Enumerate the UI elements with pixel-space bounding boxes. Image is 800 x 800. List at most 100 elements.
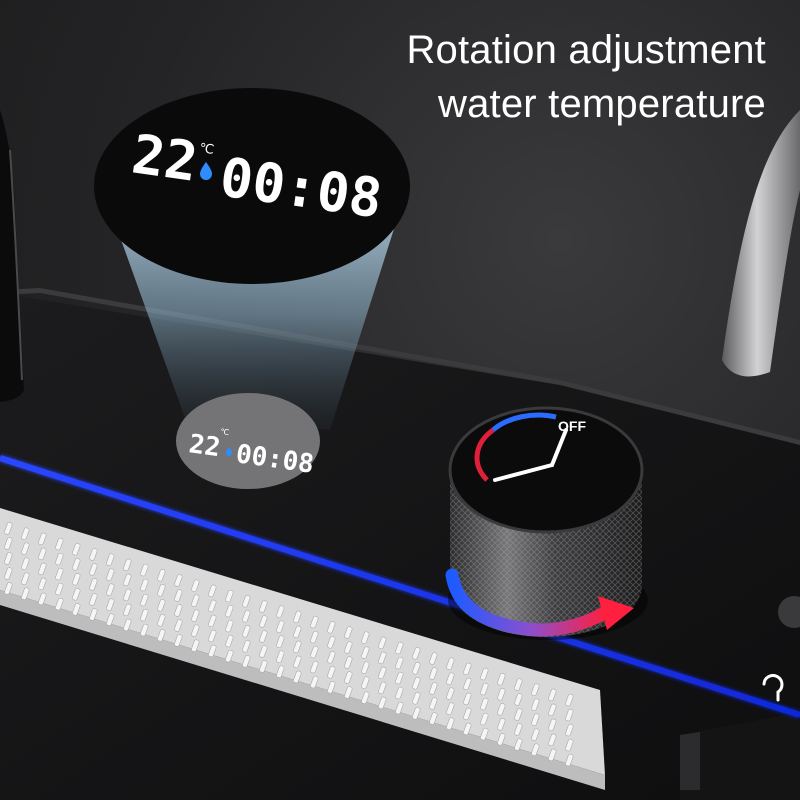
- nozzle: [106, 613, 115, 626]
- nozzle: [531, 683, 540, 696]
- nozzle: [225, 619, 234, 633]
- nozzle: [310, 615, 319, 629]
- nozzle: [276, 665, 285, 678]
- nozzle: [463, 662, 472, 676]
- nozzle: [259, 645, 268, 658]
- nozzle: [89, 548, 98, 561]
- nozzle: [174, 574, 183, 587]
- off-label: OFF: [558, 418, 586, 434]
- nozzle: [106, 568, 115, 581]
- nozzle: [463, 707, 472, 721]
- rotation-arrow-icon: [445, 568, 613, 637]
- nozzle: [463, 677, 472, 691]
- nozzle: [412, 692, 421, 705]
- nozzle: [174, 589, 183, 602]
- nozzle: [395, 671, 404, 685]
- nozzle: [72, 603, 81, 616]
- nozzle: [72, 573, 81, 586]
- nozzle: [310, 660, 319, 674]
- nozzle: [514, 678, 523, 691]
- nozzle: [140, 593, 149, 607]
- nozzle: [38, 562, 47, 576]
- nozzle: [89, 578, 98, 591]
- nozzle: [429, 697, 438, 710]
- nozzle: [344, 626, 353, 639]
- temperature-knob[interactable]: OFF: [448, 406, 648, 640]
- nozzle: [565, 693, 574, 707]
- spout: [722, 110, 800, 377]
- nozzle: [4, 522, 13, 535]
- nozzle: [361, 646, 370, 659]
- nozzle: [174, 604, 183, 617]
- nozzle: [310, 675, 319, 689]
- nozzle: [531, 698, 540, 711]
- nozzle: [361, 631, 370, 644]
- nozzle: [72, 543, 81, 556]
- nozzle: [4, 582, 13, 595]
- nozzle: [514, 723, 523, 736]
- nozzle: [463, 692, 472, 706]
- small-display-disc: [176, 393, 320, 489]
- nozzle: [140, 623, 149, 637]
- nozzle: [208, 614, 217, 628]
- nozzle: [208, 644, 217, 658]
- nozzle: [361, 661, 370, 674]
- nozzle: [378, 666, 387, 680]
- nozzle: [89, 593, 98, 606]
- nozzle: [72, 588, 81, 601]
- nozzle: [157, 584, 166, 597]
- nozzle: [446, 702, 455, 715]
- nozzle: [310, 630, 319, 644]
- nozzle: [480, 727, 489, 741]
- nozzle: [327, 651, 336, 664]
- nozzle: [259, 615, 268, 628]
- nozzle: [21, 542, 30, 555]
- nozzle: [412, 647, 421, 660]
- small-temperature: 22: [187, 429, 222, 463]
- nozzle-strip-shadow: [0, 590, 605, 790]
- nozzle: [497, 703, 506, 716]
- big-temp-unit: ℃: [198, 141, 215, 158]
- big-display-disc: [94, 88, 410, 284]
- small-temp-unit: ℃: [220, 427, 230, 437]
- nozzle: [548, 688, 557, 702]
- nozzle: [480, 697, 489, 711]
- nozzle: [89, 608, 98, 621]
- nozzle: [38, 532, 47, 546]
- nozzle: [310, 645, 319, 659]
- left-pipe: [0, 110, 24, 402]
- nozzle: [327, 636, 336, 649]
- nozzle: [429, 652, 438, 665]
- nozzle-strip: [0, 508, 605, 775]
- nozzle: [412, 707, 421, 720]
- nozzle: [497, 673, 506, 686]
- nozzle: [242, 625, 251, 638]
- nozzle: [344, 656, 353, 669]
- nozzle: [446, 687, 455, 700]
- nozzle: [293, 655, 302, 669]
- nozzle: [276, 650, 285, 663]
- nozzle: [38, 547, 47, 561]
- small-water-drop-icon: [226, 447, 232, 456]
- nozzle: [123, 558, 132, 572]
- nozzle: [191, 639, 200, 652]
- nozzle: [140, 578, 149, 592]
- nozzle: [55, 597, 64, 611]
- nozzle: [446, 657, 455, 670]
- nozzle: [514, 738, 523, 751]
- knob-face[interactable]: [448, 406, 644, 534]
- nozzle: [174, 619, 183, 632]
- nozzle: [38, 577, 47, 591]
- bracket-edge: [680, 732, 700, 790]
- nozzle: [327, 681, 336, 694]
- nozzle: [548, 703, 557, 717]
- nozzle: [106, 583, 115, 596]
- nozzle: [225, 634, 234, 648]
- nozzle: [4, 567, 13, 580]
- nozzle: [446, 672, 455, 685]
- nozzle: [174, 634, 183, 647]
- nozzle: [531, 728, 540, 741]
- nozzle: [191, 609, 200, 622]
- nozzle: [21, 527, 30, 540]
